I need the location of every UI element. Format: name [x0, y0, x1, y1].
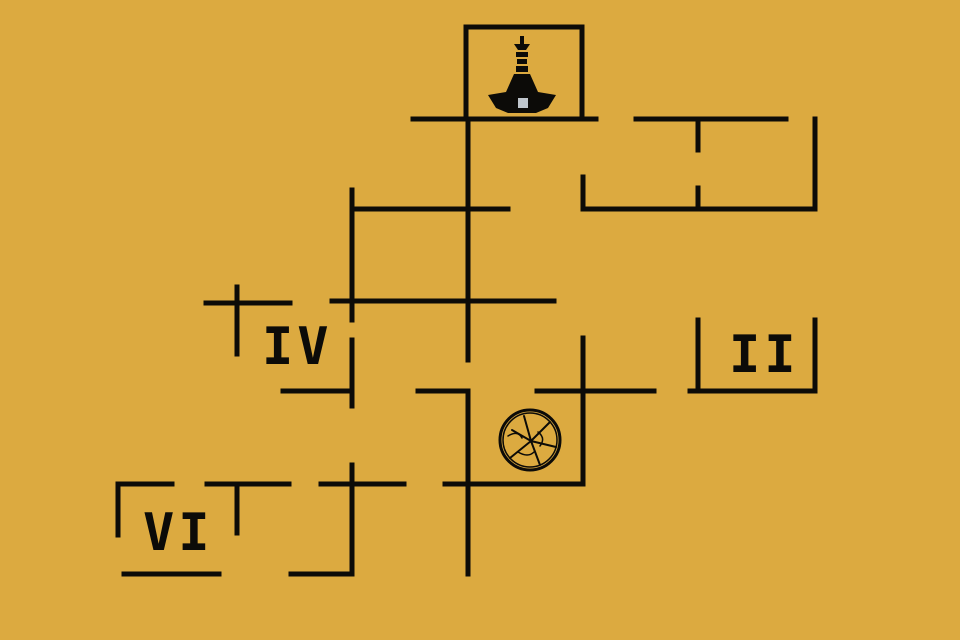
wall-vi-right	[204, 481, 292, 536]
maze-walls	[115, 24, 818, 577]
wall-vi-left	[115, 481, 175, 538]
wall-orb-left	[415, 388, 471, 577]
wall-top-room	[463, 24, 585, 121]
chess-pawn-icon[interactable]	[488, 36, 556, 113]
room-label-ii: II	[729, 325, 800, 385]
room-label-iv: IV	[262, 317, 333, 377]
wall-upper-right-bottom	[580, 174, 818, 212]
cracked-orb-icon[interactable]	[498, 408, 562, 472]
room-label-vi: VI	[143, 503, 214, 563]
wall-ii-sides	[695, 317, 818, 394]
wall-lower-corner	[288, 462, 355, 577]
